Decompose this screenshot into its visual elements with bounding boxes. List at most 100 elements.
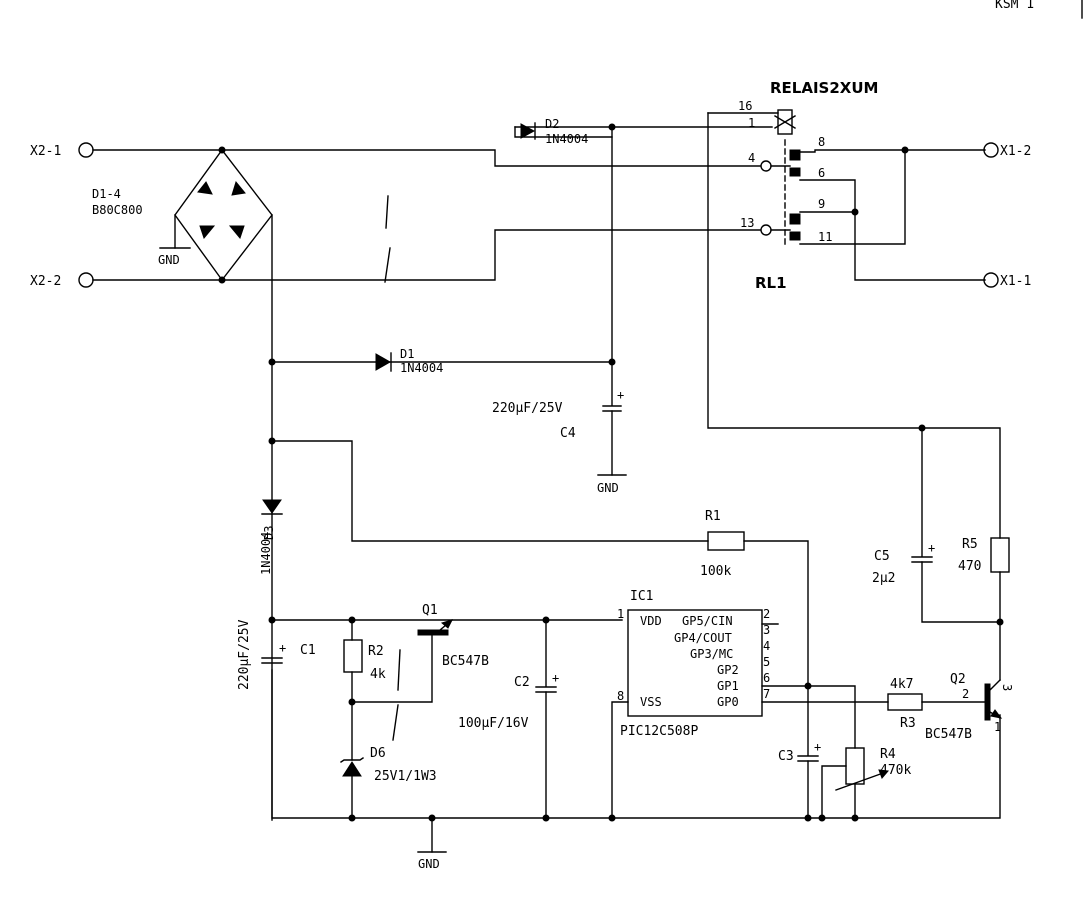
relay-ref: RL1 <box>755 274 787 292</box>
r5-value: 470 <box>958 559 981 574</box>
capacitor-c3: + C3 <box>778 740 821 764</box>
connector-x1-2-label: X1-2 <box>1000 144 1031 159</box>
diode-d1: D1 1N4004 <box>375 347 443 375</box>
d1-ref: D1 <box>400 347 414 361</box>
ic-vdd: VDD <box>640 614 662 628</box>
relay-coil <box>774 109 796 135</box>
c1-ref: C1 <box>300 643 316 658</box>
connector-x2-1-label: X2-1 <box>30 144 61 159</box>
d1-value: 1N4004 <box>400 361 443 375</box>
r2-value: 4k <box>370 667 386 682</box>
relay-type: RELAIS2XUM <box>770 79 878 97</box>
relay-pin-11: 11 <box>818 230 832 244</box>
gnd-label: GND <box>597 481 619 495</box>
ic-gp2: GP2 <box>717 663 739 677</box>
capacitor-c2: + C2 100µF/16V <box>458 671 559 731</box>
wire-d2-loop <box>514 126 613 138</box>
wire-r4-wiper <box>821 765 847 819</box>
resistor-r5: R5 470 <box>958 537 1010 574</box>
capacitor-c4: + 220µF/25V C4 <box>492 388 624 441</box>
relay-pin-6: 6 <box>818 166 825 180</box>
wire-x2-2-to-relay-13 <box>92 229 761 281</box>
junction <box>218 276 226 284</box>
ic-pin-6: 6 <box>763 671 770 685</box>
r5-ref: R5 <box>962 537 978 552</box>
ic-pin-8: 8 <box>617 689 624 703</box>
gnd-label: GND <box>418 857 440 871</box>
hand-mark <box>385 195 389 229</box>
transistor-q2: Q2 2 3 1 BC547B <box>925 672 1014 742</box>
wire-ground-rail <box>271 669 1001 819</box>
ic-gp1: GP1 <box>717 679 739 693</box>
r1-ref: R1 <box>705 509 721 524</box>
r2-ref: R2 <box>368 644 384 659</box>
d2-value: 1N4004 <box>545 132 588 146</box>
wire-q1-base <box>351 631 433 703</box>
junction <box>542 814 550 822</box>
wire-vss <box>611 701 629 819</box>
ic-gp5: GP5/CIN <box>682 614 733 628</box>
ic-pic12c508p: IC1 PIC12C508P VDD VSS GP5/CIN GP4/COUT … <box>617 589 779 739</box>
junction <box>851 208 859 216</box>
d6-ref: D6 <box>370 746 386 761</box>
c2-value: 100µF/16V <box>458 716 529 731</box>
ic-pin-4: 4 <box>763 639 770 653</box>
ic-pin-7: 7 <box>763 687 770 701</box>
wire-r1-gp1 <box>743 540 809 687</box>
zener-d6: D6 25V1/1W3 <box>340 746 437 784</box>
ic-gp3: GP3/MC <box>690 647 733 661</box>
ic-pin-3: 3 <box>763 623 770 637</box>
ic-gp4: GP4/COUT <box>674 631 732 645</box>
wire-x2-1-to-relay-4 <box>92 149 761 167</box>
q2-pin-3: 3 <box>1000 684 1014 691</box>
bridge-value: B80C800 <box>92 203 143 217</box>
ic-pin-1: 1 <box>617 607 624 621</box>
wire-c5-bottom <box>921 561 1001 623</box>
q1-value: BC547B <box>442 654 489 669</box>
c5-ref: C5 <box>874 549 890 564</box>
r4-value: 470k <box>880 763 911 778</box>
r3-value: 4k7 <box>890 677 913 692</box>
r1-value: 100k <box>700 564 731 579</box>
c3-plus: + <box>814 740 821 754</box>
d6-value: 25V1/1W3 <box>374 769 437 784</box>
q2-pin-2: 2 <box>962 687 969 701</box>
ic-vss: VSS <box>640 695 662 709</box>
diode-d3: D3 1N4004 <box>259 499 283 575</box>
relay-contact-1 <box>760 149 986 281</box>
q2-pin-1: 1 <box>994 720 1001 734</box>
wire-r5-top <box>921 427 1001 539</box>
q1-ref: Q1 <box>422 603 438 618</box>
hand-mark <box>392 704 399 741</box>
d3-value: 1N4004 <box>259 532 273 575</box>
wire-coil-to-q2 <box>707 112 923 429</box>
connector-x2-2: X2-2 <box>30 272 94 289</box>
ic-ref: IC1 <box>630 589 653 604</box>
hand-mark <box>397 649 401 691</box>
connector-x2-2-label: X2-2 <box>30 274 61 289</box>
sheet-ref: KSM 1 <box>995 0 1034 12</box>
capacitor-c5: + C5 2µ2 <box>872 541 935 586</box>
relay-pin-16: 16 <box>738 99 752 113</box>
junction <box>348 814 356 822</box>
connector-x1-1-label: X1-1 <box>1000 274 1031 289</box>
junction <box>608 358 616 366</box>
c2-plus: + <box>552 671 559 685</box>
d2-ref: D2 <box>545 117 559 131</box>
c4-ref: C4 <box>560 426 576 441</box>
c4-value: 220µF/25V <box>492 401 563 416</box>
c4-plus: + <box>617 388 624 402</box>
c5-plus: + <box>928 541 935 555</box>
connector-x2-1: X2-1 <box>30 142 94 159</box>
d3-ref: D3 <box>262 526 276 540</box>
bridge-rectifier: D1-4 B80C800 <box>92 149 273 282</box>
potentiometer-r4: R4 470k <box>835 747 911 791</box>
resistor-r1: R1 100k <box>700 509 745 579</box>
connector-x1-2: X1-2 <box>983 142 1031 159</box>
relay-pin-9: 9 <box>818 197 825 211</box>
connector-x1-1: X1-1 <box>983 272 1031 289</box>
ic-pin-5: 5 <box>763 655 770 669</box>
c1-plus: + <box>279 641 286 655</box>
q2-ref: Q2 <box>950 672 966 687</box>
ic-part: PIC12C508P <box>620 724 698 739</box>
